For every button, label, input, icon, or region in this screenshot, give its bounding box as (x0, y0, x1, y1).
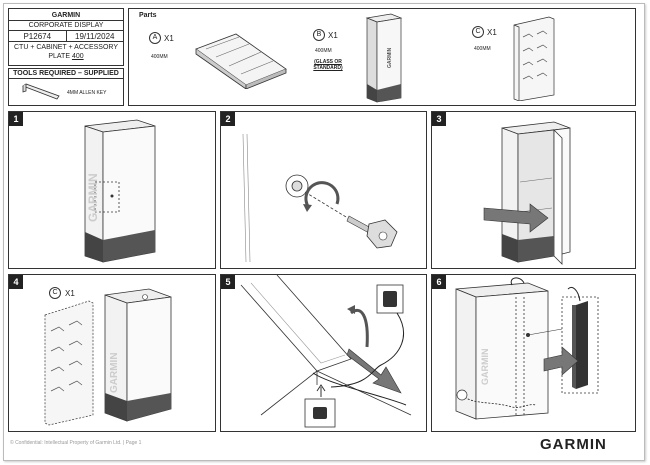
step-number-5: 5 (221, 275, 235, 289)
part-a-size: 400MM (151, 54, 168, 60)
part-c-letter: C (472, 26, 484, 38)
step-4-callout-letter: C (49, 287, 61, 299)
step-number-6: 6 (432, 275, 446, 289)
accessory-plate-illustration (513, 16, 555, 101)
step-5-illustration (240, 275, 412, 428)
step-1-illustration: GARMIN (84, 119, 156, 263)
title-document-type: CORPORATE DISPLAY (9, 20, 123, 30)
cabinet-brand-6: GARMIN (480, 349, 490, 386)
step-number-4: 4 (9, 275, 23, 289)
step-panel-4: 4 C X1 GARMIN (8, 274, 216, 432)
tools-block: TOOLS REQUIRED – SUPPLIED 4MM ALLEN KEY (8, 68, 124, 106)
footer-confidential: © Confidential: Intellectual Property of… (10, 440, 142, 446)
step-3-illustration (483, 121, 571, 265)
document-date: 19/11/2024 (75, 32, 115, 41)
tools-heading: TOOLS REQUIRED – SUPPLIED (9, 69, 123, 79)
cabinet-brand-b: GARMIN (387, 47, 393, 68)
part-c-size: 400MM (474, 46, 491, 52)
garmin-logo: GARMIN (540, 436, 607, 453)
description-line2: PLATE 400 (9, 52, 123, 61)
part-b-note: (GLASS OR STANDARD) (313, 59, 343, 71)
step-panel-6: 6 GARMIN (431, 274, 636, 432)
part-c-qty: X1 (487, 28, 497, 37)
parts-heading: Parts (139, 12, 157, 19)
allen-key-icon (22, 83, 60, 100)
step-6-illustration: GARMIN (455, 277, 599, 420)
title-company: GARMIN (51, 12, 81, 19)
description-line2-prefix: PLATE (48, 53, 72, 60)
step-4-callout-qty: X1 (65, 289, 75, 298)
step-4-illustration: GARMIN (44, 288, 172, 426)
step-panel-3: 3 (431, 111, 636, 269)
description-line1: CTU + CABINET + ACCESSORY (14, 44, 118, 51)
description-line2-value: 400 (71, 53, 84, 60)
parts-block: Parts A X1 400MM B X1 400MM (GLASS OR ST… (128, 8, 636, 106)
step-2-illustration (242, 133, 398, 263)
title-description: CTU + CABINET + ACCESSORY PLATE 400 (9, 41, 123, 61)
step-number-2: 2 (221, 112, 235, 126)
part-number: P12674 (9, 31, 67, 41)
step-panel-1: 1 GARMIN (8, 111, 216, 269)
cabinet-brand-1: GARMIN (86, 173, 100, 222)
step-panel-2: 2 (220, 111, 427, 269)
tools-item: 4MM ALLEN KEY (67, 90, 107, 96)
title-block: GARMIN CORPORATE DISPLAY P12674 19/11/20… (8, 8, 124, 66)
step-number-1: 1 (9, 112, 23, 126)
part-b-qty: X1 (328, 31, 338, 40)
cabinet-illustration: GARMIN (365, 13, 403, 103)
title-row: P12674 19/11/2024 (9, 30, 123, 41)
part-a-qty: X1 (164, 34, 174, 43)
part-a-letter: A (149, 32, 161, 44)
cabinet-brand-4: GARMIN (109, 352, 120, 393)
step-number-3: 3 (432, 112, 446, 126)
plate-illustration (195, 33, 287, 89)
step-panel-5: 5 (220, 274, 427, 432)
part-b-letter: B (313, 29, 325, 41)
part-b-size: 400MM (315, 48, 332, 54)
